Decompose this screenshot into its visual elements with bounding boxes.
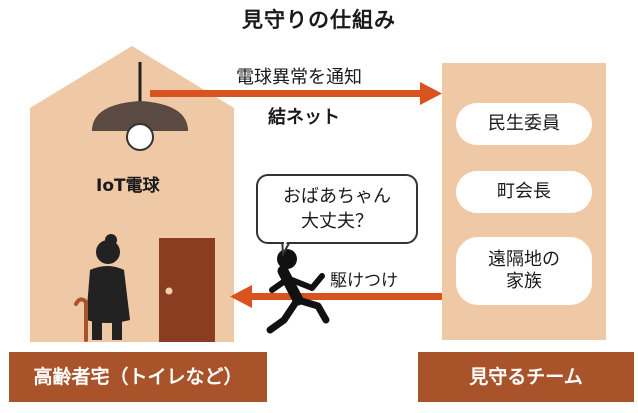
network-name-label: 結ネット [268,107,340,128]
door-knob [165,287,173,295]
notify-arrow-label: 電球異常を通知 [236,67,362,88]
lamp-shade-icon [92,101,188,131]
speech-bubble: おばあちゃん 大丈夫？ [256,174,418,244]
speech-line-2: 大丈夫？ [301,211,373,232]
team-member-label-line1: 遠隔地の [488,249,560,270]
team-member-label-line2: 家族 [506,271,542,292]
diagram-title: 見守りの仕組み [242,8,396,32]
team-member-1: 民生委員 [456,103,592,145]
house-caption: 高齢者宅（トイレなど） [9,352,267,402]
team-member-3: 遠隔地の 家族 [456,237,592,305]
team-caption: 見守るチーム [418,352,634,402]
speech-line-1: おばあちゃん [283,186,391,207]
light-bulb-icon [126,123,154,151]
team-member-label: 町会長 [497,181,551,202]
cane-icon [74,297,88,342]
team-member-2: 町会長 [456,171,592,213]
team-member-label: 民生委員 [488,113,560,134]
rush-arrow-label: 駆けつけ [330,271,398,291]
iot-bulb-label: IoT電球 [96,176,160,196]
elderly-woman-icon [86,234,130,340]
team-panel: 民生委員 町会長 遠隔地の 家族 [442,63,606,340]
